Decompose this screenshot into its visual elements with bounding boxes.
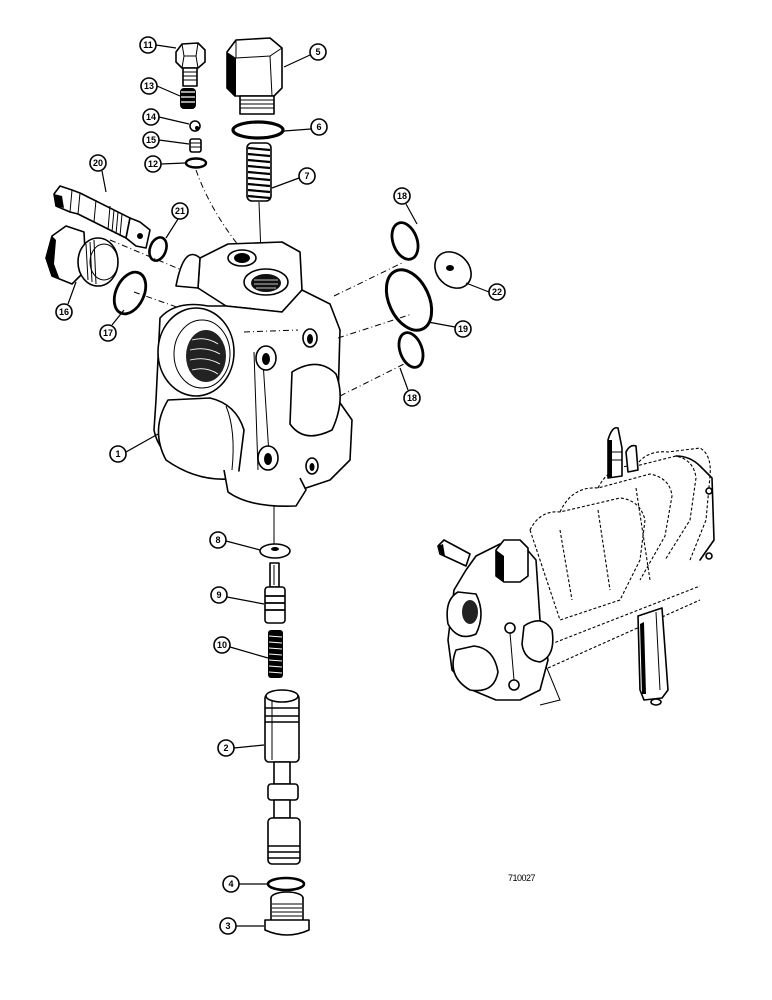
- svg-text:17: 17: [103, 328, 113, 338]
- svg-text:3: 3: [225, 921, 230, 931]
- callout-7: 7: [298, 167, 316, 185]
- callout-18-lower: 18: [403, 389, 421, 407]
- callout-11: 11: [139, 36, 157, 54]
- part-18-o-ring-upper: [390, 221, 420, 261]
- callout-16: 16: [55, 303, 73, 321]
- callout-2: 2: [217, 739, 235, 757]
- callout-10: 10: [213, 636, 231, 654]
- callout-1: 1: [109, 445, 127, 463]
- callout-6: 6: [310, 118, 328, 136]
- svg-text:19: 19: [458, 324, 468, 334]
- svg-text:7: 7: [304, 171, 309, 181]
- svg-text:21: 21: [175, 206, 185, 216]
- part-15-seat: [189, 138, 202, 153]
- callout-17: 17: [99, 324, 117, 342]
- callout-leaders: [67, 44, 490, 927]
- part-17-o-ring: [112, 270, 148, 316]
- axis-line-right-ports: [333, 261, 413, 397]
- svg-text:11: 11: [143, 40, 153, 50]
- callout-8: 8: [209, 531, 227, 549]
- svg-text:18: 18: [397, 191, 407, 201]
- svg-text:20: 20: [93, 158, 103, 168]
- part-7-spring: [246, 142, 272, 202]
- callout-15: 15: [142, 131, 160, 149]
- part-20-relief-cartridge: [53, 185, 151, 249]
- callout-19: 19: [454, 320, 472, 338]
- callout-3: 3: [219, 917, 237, 935]
- svg-text:12: 12: [148, 159, 158, 169]
- part-1-valve-body: [153, 241, 353, 508]
- part-22-plate: [434, 251, 472, 289]
- part-4-o-ring: [266, 876, 306, 892]
- callout-20: 20: [89, 154, 107, 172]
- part-6-o-ring: [231, 120, 285, 140]
- part-16-port-plug: [45, 225, 119, 287]
- callout-22: 22: [488, 283, 506, 301]
- svg-text:13: 13: [144, 81, 154, 91]
- callout-5: 5: [309, 43, 327, 61]
- svg-text:16: 16: [59, 307, 69, 317]
- svg-text:22: 22: [492, 287, 502, 297]
- part-19-o-ring: [384, 268, 434, 332]
- svg-text:1: 1: [115, 449, 120, 459]
- part-21-o-ring: [148, 236, 168, 262]
- part-2-spool: [264, 689, 301, 865]
- svg-text:5: 5: [315, 47, 320, 57]
- svg-text:9: 9: [216, 590, 221, 600]
- svg-text:8: 8: [215, 535, 220, 545]
- svg-text:10: 10: [217, 640, 227, 650]
- svg-text:18: 18: [407, 393, 417, 403]
- part-14-ball: [189, 120, 201, 132]
- callout-9: 9: [210, 586, 228, 604]
- part-9-plunger: [264, 562, 286, 624]
- part-10-spring: [268, 630, 283, 678]
- part-18-o-ring-lower: [397, 331, 425, 369]
- svg-text:6: 6: [316, 122, 321, 132]
- callout-21: 21: [171, 202, 189, 220]
- part-3-end-plug: [264, 891, 310, 936]
- figure-id: 710027: [508, 873, 536, 883]
- svg-text:2: 2: [223, 743, 228, 753]
- part-13-spring: [180, 88, 196, 109]
- inset-assembled-valve-bank: [437, 426, 715, 706]
- callout-18-upper: 18: [393, 187, 411, 205]
- callout-12: 12: [144, 155, 162, 173]
- axis-line-plug-11: [195, 169, 243, 251]
- callout-4: 4: [222, 875, 240, 893]
- svg-text:4: 4: [228, 879, 233, 889]
- svg-text:14: 14: [146, 112, 156, 122]
- part-8-washer: [259, 543, 291, 559]
- part-11-cap-screw: [175, 42, 206, 87]
- callout-13: 13: [140, 77, 158, 95]
- callout-14: 14: [142, 108, 160, 126]
- part-12-o-ring: [184, 157, 208, 169]
- svg-text:15: 15: [146, 135, 156, 145]
- part-5-hex-plug: [226, 37, 283, 115]
